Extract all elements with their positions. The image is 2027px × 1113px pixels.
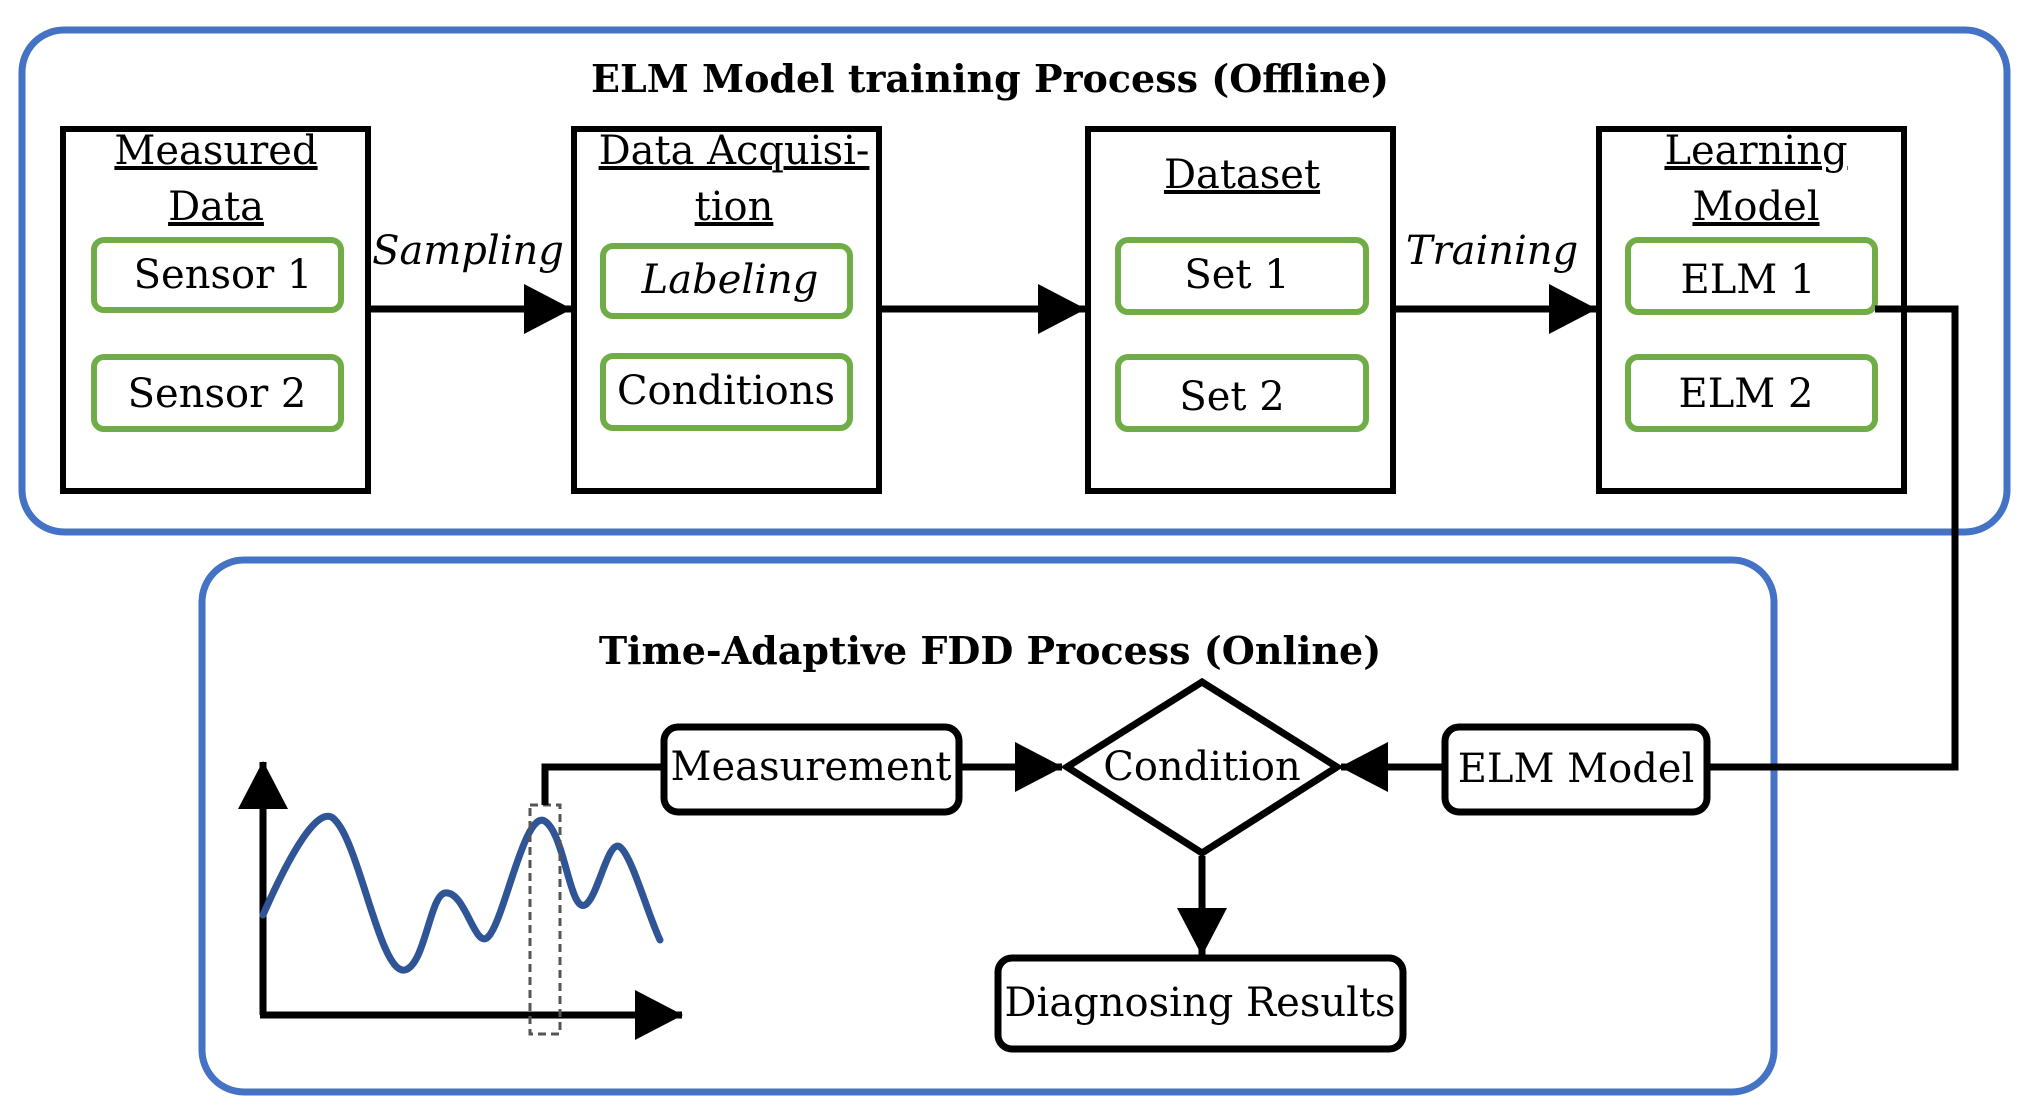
elm-1-label: ELM 1 [1681,257,1816,303]
sensor-1-box [91,237,344,313]
measurement-box [660,723,963,816]
elm-model-box [1441,723,1711,816]
data-acquisition-block: Data Acquisi- tion Labeling Conditions [571,126,882,494]
learning-model-heading-line1: Learning [1664,128,1847,174]
window-to-measurement-connector [541,763,664,805]
offline-title: ELM Model training Process (Offline) [591,56,1389,101]
condition-label: Condition [1103,744,1301,790]
set-1-label: Set 1 [1184,252,1289,298]
measured-data-block: Measured Data Sensor 1 Sensor 2 [60,126,371,494]
set-2-label: Set 2 [1179,374,1284,420]
elm-model-label: ELM Model [1458,746,1695,792]
elm-2-label: ELM 2 [1679,371,1814,417]
learning-model-heading-line2: Model [1692,184,1819,230]
data-acquisition-heading-line2: tion [695,184,774,230]
sensor-1-label: Sensor 1 [134,252,313,298]
elm-1-box [1625,237,1878,315]
diagnosing-results-box [994,954,1407,1053]
elm-2-box [1625,354,1878,432]
online-title: Time-Adaptive FDD Process (Online) [599,628,1381,673]
diagnosing-results-label: Diagnosing Results [1004,980,1395,1026]
data-acquisition-heading-line1: Data Acquisi- [599,128,870,174]
dataset-block: Dataset Set 1 Set 2 [1085,126,1396,494]
conditions-label: Conditions [617,368,835,414]
labeling-label: Labeling [641,257,819,303]
set-2-box [1115,354,1369,432]
learning-model-block: Learning Model ELM 1 ELM 2 [1596,126,1907,494]
online-panel [198,556,1778,1096]
signal-waveform [259,812,664,974]
set-1-box [1115,237,1369,315]
condition-diamond [1060,677,1344,858]
conditions-box [600,353,853,431]
sensor-2-box [91,354,344,432]
measured-data-heading-line1: Measured [114,128,317,174]
labeling-box [600,243,853,319]
sampling-label: Sampling [372,228,564,274]
elm-to-model-connector [1707,305,1959,771]
dataset-heading: Dataset [1164,152,1320,198]
sensor-2-label: Sensor 2 [128,371,307,417]
training-label: Training [1406,228,1578,274]
measurement-label: Measurement [671,744,952,790]
measured-data-heading-line2: Data [168,184,264,230]
offline-panel [18,26,2011,536]
